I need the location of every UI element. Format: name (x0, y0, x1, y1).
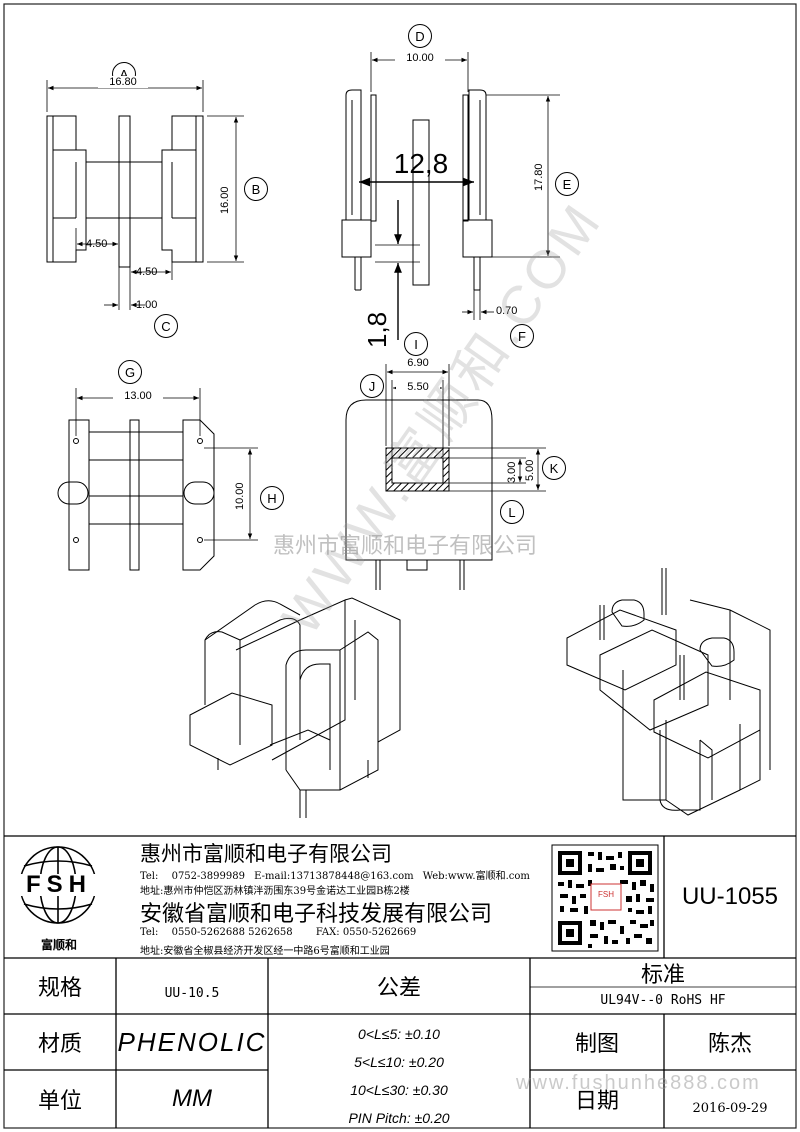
dim-j-label: J (360, 374, 384, 398)
drawn-value: 陈杰 (707, 1032, 752, 1057)
unit-label: 单位 (37, 1089, 82, 1114)
big-width-value: 12,8 (393, 148, 449, 179)
dim-e-label: E (555, 172, 579, 196)
dim-c-left-value: 4.50 (86, 238, 108, 250)
unit-value: MM (172, 1085, 212, 1112)
tolerance-line-4: PIN Pitch: ±0.20 (348, 1110, 450, 1126)
tel2-value: 0550-5262688 5262658 (171, 927, 293, 938)
tolerance-list: 0<L≤5: ±0.10 5<L≤10: ±0.20 10<L≤30: ±0.3… (268, 1026, 530, 1126)
title-block-grid (4, 835, 796, 1128)
isometric-view-1 (189, 597, 401, 818)
dim-b-value: 16.00 (219, 186, 231, 214)
drawn-label: 制图 (574, 1032, 619, 1057)
isometric-view-2 (566, 568, 771, 816)
dim-f-value: 0.70 (496, 305, 518, 317)
logo-letters: FSH (26, 871, 92, 898)
address-2: 地址:安徽省全椒县经济开发区经一中路6号富顺和工业园 (140, 946, 390, 957)
dim-d-value: 10.00 (395, 52, 445, 64)
tolerance-label: 公差 (376, 976, 421, 1001)
dim-i-label: I (404, 332, 428, 356)
dim-g-value: 13.00 (113, 390, 163, 402)
standard-value: UL94V--0 RoHS HF (600, 993, 726, 1008)
material-value: PHENOLIC (117, 1026, 267, 1057)
dim-f-label: F (510, 324, 534, 348)
dim-l-label: L (500, 500, 524, 524)
logo-name: 富顺和 (40, 938, 77, 952)
fax-value: FAX: 0550-5262669 (315, 927, 417, 938)
spec-value: UU-10.5 (164, 985, 220, 1001)
date-label: 日期 (574, 1089, 619, 1114)
tel2-label: Tel: (140, 927, 159, 938)
standard-label: 标准 (640, 962, 685, 988)
address-1: 地址:惠州市仲恺区沥林镇泮沥围东39号金诺达工业园B栋2楼 (140, 886, 410, 897)
side-view (341, 89, 493, 291)
big-height-value: 1,8 (362, 311, 392, 349)
front-view (46, 115, 204, 268)
center-watermark: 惠州市富顺和电子有限公司 (272, 534, 537, 559)
tolerance-line-1: 0<L≤5: ±0.10 (358, 1026, 440, 1042)
date-value: 2016-09-29 (692, 1101, 768, 1116)
dim-c-right-value: 4.50 (136, 266, 158, 278)
dim-c-label: C (154, 314, 178, 338)
dim-k-label: K (542, 456, 566, 480)
dim-b-label: B (244, 177, 268, 201)
dim-d-label: D (408, 24, 432, 48)
tolerance-line-2: 5<L≤10: ±0.20 (354, 1054, 444, 1070)
company-name-1: 惠州市富顺和电子有限公司 (140, 842, 392, 866)
qr-label: FSH (598, 890, 614, 899)
dim-h-value: 10.00 (234, 482, 246, 510)
company-name-2: 安徽省富顺和电子科技发展有限公司 (140, 902, 493, 927)
dim-i-value: 6.90 (396, 357, 440, 369)
dim-l-value: 3.00 (506, 461, 518, 483)
dim-c-value: 1.00 (136, 299, 158, 311)
dim-a-value: 16.80 (98, 76, 148, 88)
dim-k-value: 5.00 (524, 459, 536, 481)
tel1-value: 0752-3899989 (171, 871, 245, 882)
section-view (345, 399, 493, 590)
web-value: Web:www.富顺和.com (422, 871, 530, 882)
tel1-label: Tel: (140, 871, 159, 882)
email-value: E-mail:13713878448@163.com (254, 871, 414, 882)
part-number: UU-1055 (681, 883, 779, 910)
material-label: 材质 (37, 1032, 82, 1057)
dim-h-label: H (260, 486, 284, 510)
dim-j-value: 5.50 (396, 381, 440, 393)
spec-label: 规格 (37, 976, 82, 1001)
qr-code (551, 844, 659, 952)
tolerance-line-3: 10<L≤30: ±0.30 (350, 1082, 448, 1098)
footer-watermark: www.fushunhe888.com (516, 1072, 761, 1094)
dim-g-label: G (118, 360, 142, 384)
sheet-frame (3, 3, 797, 1129)
bottom-view (57, 419, 215, 571)
